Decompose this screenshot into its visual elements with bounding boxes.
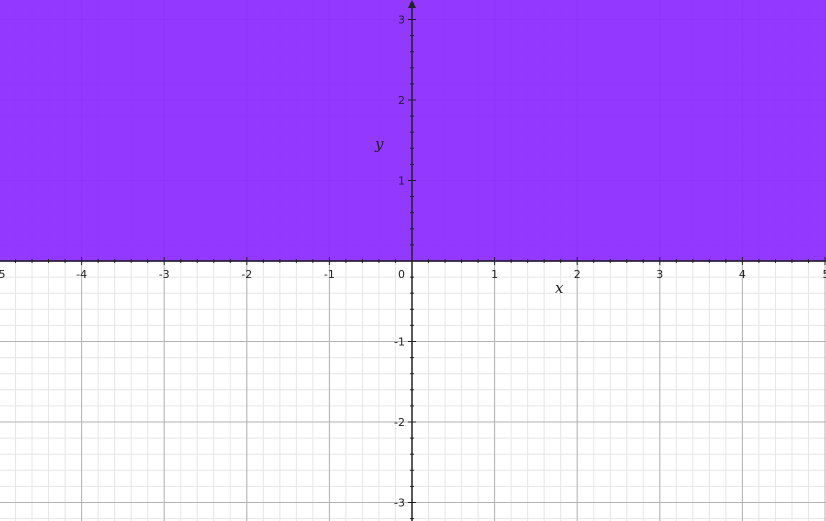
y-tick-label: 2 [398,94,405,107]
y-axis-arrow [408,0,416,8]
y-tick-label: 3 [398,14,405,27]
x-tick-label: -1 [324,268,335,281]
x-tick-label: -2 [241,268,252,281]
x-tick-label: 5 [823,268,826,281]
x-tick-label: -5 [0,268,5,281]
x-tick-label: 3 [656,268,663,281]
x-tick-label: 1 [491,268,498,281]
y-tick-label: -3 [394,497,405,510]
x-tick-label: 4 [739,268,746,281]
y-tick-label: -1 [394,336,405,349]
shaded-region-layer [0,0,826,262]
shaded-region [0,0,826,261]
x-tick-label: -4 [76,268,87,281]
tick-marks [15,2,826,520]
y-tick-label: -2 [394,416,405,429]
x-tick-label: 0 [398,268,405,281]
x-tick-label: -3 [159,268,170,281]
y-axis-label: y [374,135,384,153]
y-tick-label: 1 [398,175,405,188]
x-tick-label: 2 [574,268,581,281]
tick-labels: -5 -4 -3 -2 -1 0 1 2 3 4 5 -3 -2 -1 1 2 3 [0,14,826,510]
x-axis-label: x [555,279,564,297]
